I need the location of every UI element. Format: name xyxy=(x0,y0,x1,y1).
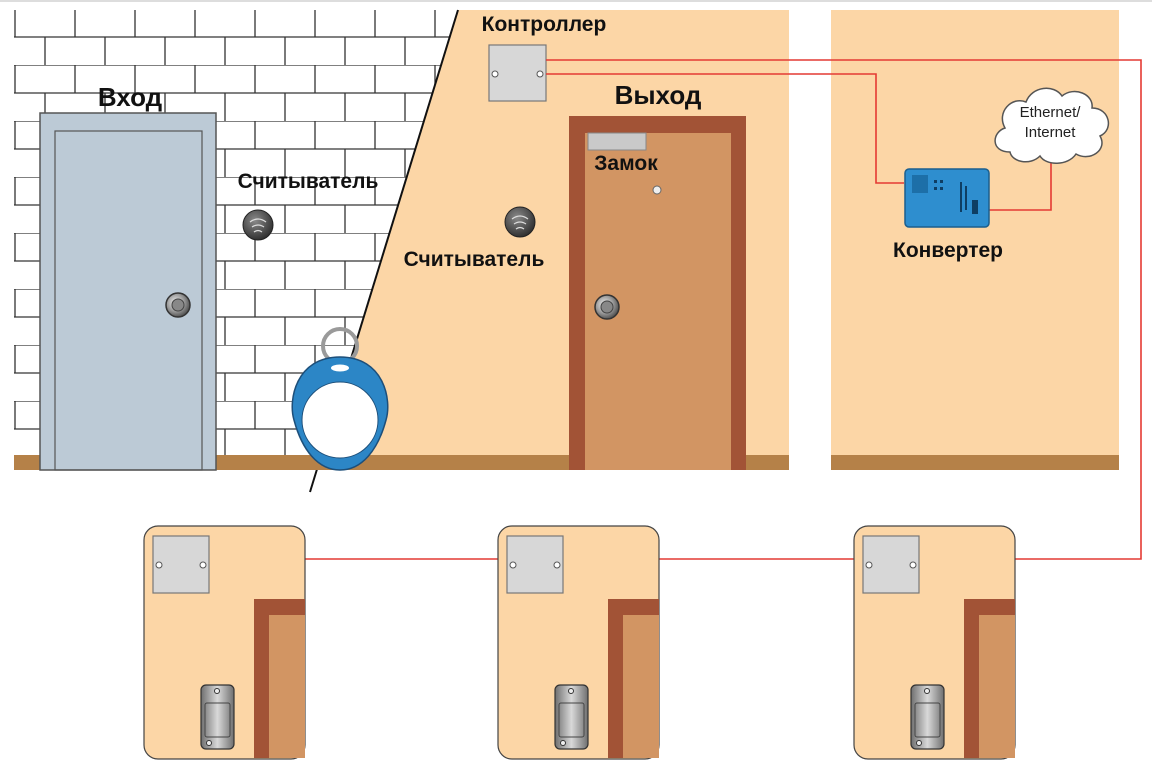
cloud-label-line1: Ethernet/ xyxy=(1020,104,1082,121)
door-leaf xyxy=(269,615,305,758)
cloud-icon xyxy=(994,87,1110,164)
controller-box-icon xyxy=(506,535,564,594)
controller-box-icon xyxy=(862,535,920,594)
entry-door-frame xyxy=(39,112,217,471)
server-room-floor xyxy=(831,455,1119,470)
door-unit xyxy=(853,525,1016,760)
controller-box-icon xyxy=(488,44,547,102)
reader-label-right: Считыватель xyxy=(404,248,545,271)
cloud-label-line2: Internet xyxy=(1025,124,1077,141)
door-unit xyxy=(143,525,306,760)
exit-door xyxy=(569,116,746,470)
exit-label: Выход xyxy=(615,80,702,110)
reader-icon xyxy=(504,206,536,238)
key-fob-icon xyxy=(291,327,389,471)
controller-box-icon xyxy=(152,535,210,594)
reader-label-left: Считыватель xyxy=(238,170,379,193)
converter-label: Конвертер xyxy=(893,239,1003,262)
card-reader-icon xyxy=(554,684,589,750)
card-reader-icon xyxy=(910,684,945,750)
door-units xyxy=(143,525,1016,760)
entry-door xyxy=(39,112,217,471)
door-leaf xyxy=(623,615,659,758)
converter-device-icon xyxy=(904,168,990,228)
controller-label: Контроллер xyxy=(482,13,607,36)
entry-label: Вход xyxy=(98,82,163,112)
server-room xyxy=(831,10,1119,470)
reader-icon xyxy=(242,209,274,241)
lock-icon xyxy=(587,132,647,151)
server-room-wall xyxy=(831,10,1119,457)
card-reader-icon xyxy=(200,684,235,750)
lock-label: Замок xyxy=(594,152,658,175)
door-unit xyxy=(497,525,660,760)
door-leaf xyxy=(979,615,1015,758)
wires xyxy=(208,59,1142,560)
